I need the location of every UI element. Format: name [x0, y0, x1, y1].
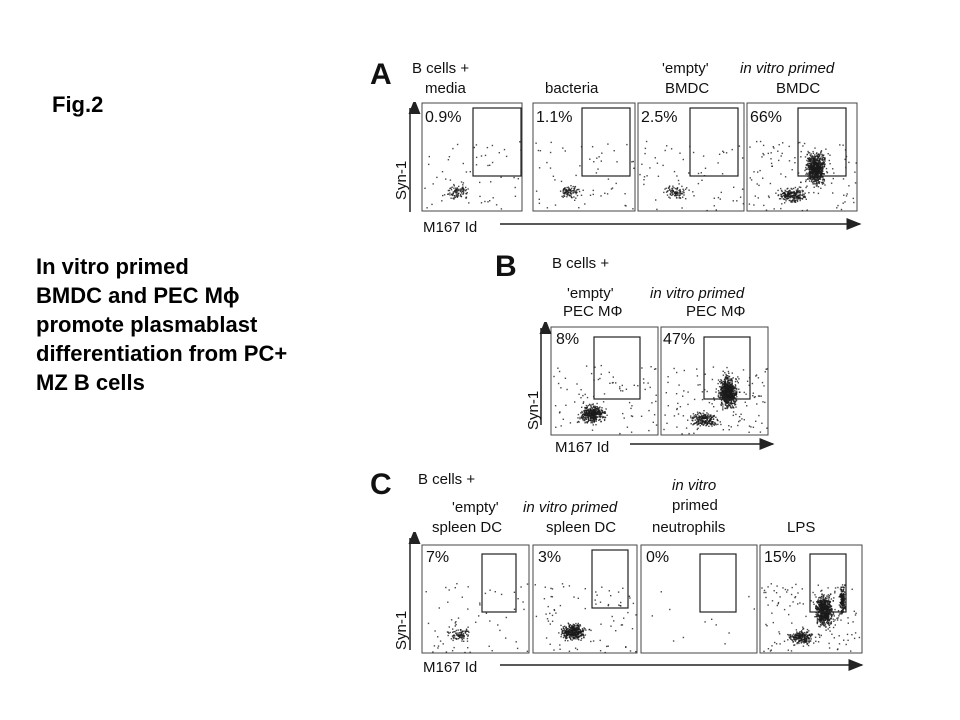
scatter-dots: [424, 141, 522, 210]
plot-frame: [660, 326, 769, 436]
gate-box: [703, 336, 751, 400]
gate-percentage: 8%: [556, 331, 579, 348]
panel-b-plots: 8% 47%: [550, 326, 769, 436]
gate-percentage: 2.5%: [641, 109, 677, 126]
panel-b-header-2-line-2: PEC MΦ: [686, 303, 746, 320]
panel-b-header-1-line-1: 'empty': [567, 285, 614, 302]
gate-box: [591, 549, 629, 609]
scatter-dots: [425, 583, 529, 654]
plot-frame: [550, 326, 659, 436]
caption-line-2: BMDC and PEC Mϕ: [36, 281, 287, 310]
gate-box: [481, 553, 517, 613]
panel-b-y-axis-label: Syn-1: [525, 391, 542, 430]
caption-line-1: In vitro primed: [36, 254, 189, 279]
gate-box: [581, 107, 631, 177]
panel-b-header-1-line-2: PEC MΦ: [563, 303, 623, 320]
panel-a-header-3-line-2: BMDC: [665, 80, 709, 97]
panel-c-header-2-line-1: in vitro primed: [523, 499, 618, 516]
gate-percentage: 1.1%: [536, 109, 572, 126]
scatter-dots: [639, 140, 745, 212]
panel-b-x-axis-label: M167 Id: [555, 439, 609, 456]
panel-c-plots: 7% 3% 0% 15%: [421, 544, 863, 654]
panel-c-header-4-line-1: LPS: [787, 519, 815, 536]
caption-line-4: differentiation from PC+: [36, 341, 288, 366]
gate-percentage: 7%: [426, 549, 449, 566]
scatter-dots: [535, 141, 635, 210]
gate-percentage: 0%: [646, 549, 669, 566]
panel-a-header-2-line-1: bacteria: [545, 80, 599, 97]
panel-a-y-axis-label: Syn-1: [393, 161, 410, 200]
panel-c-header-2-line-2: spleen DC: [546, 519, 616, 536]
panel-c-x-axis-label: M167 Id: [423, 659, 477, 676]
panel-a-plots: 0.9% 1.1% 2.5% 66%: [421, 102, 858, 212]
phi-symbol: ϕ: [223, 283, 240, 308]
scatter-dots: [748, 140, 857, 212]
gate-box: [809, 553, 847, 613]
scatter-dots: [761, 583, 861, 653]
gate-percentage: 0.9%: [425, 109, 461, 126]
plot-frame: [532, 102, 636, 212]
panel-a-header-1-line-2: media: [425, 80, 467, 97]
panel-c-header-1-line-3: spleen DC: [432, 519, 502, 536]
panel-b: B B cells + 'empty' PEC MΦ in vitro prim…: [495, 250, 775, 456]
panel-a: A B cells + media bacteria 'empty' BMDC …: [370, 58, 862, 236]
plot-frame: [759, 544, 863, 654]
gate-box: [699, 553, 737, 613]
scatter-dots: [553, 364, 658, 435]
panel-b-header-2-line-1: in vitro primed: [650, 285, 745, 302]
panel-b-top-header: B cells +: [552, 255, 609, 272]
gate-box: [797, 107, 847, 177]
panel-a-label: A: [370, 58, 392, 91]
panel-a-header-4-line-1: in vitro primed: [740, 60, 835, 77]
caption-line-5: MZ B cells: [36, 370, 145, 395]
panel-c-header-1-line-2: 'empty': [452, 499, 499, 516]
panel-c-label: C: [370, 468, 392, 501]
plot-frame: [637, 102, 745, 212]
plot-frame: [421, 544, 530, 654]
panel-c-header-3-line-1: in vitro: [672, 477, 716, 494]
plot-frame: [421, 102, 523, 212]
gate-percentage: 3%: [538, 549, 561, 566]
gate-box: [689, 107, 739, 177]
figure-caption: In vitro primed BMDC and PEC Mϕ promote …: [36, 252, 287, 397]
gate-box: [472, 107, 522, 177]
figure-label: Fig.2: [52, 92, 104, 117]
caption-line-3: promote plasmablast: [36, 312, 258, 337]
gate-box: [593, 336, 641, 400]
gate-percentage: 47%: [663, 331, 695, 348]
caption-line-2-text: BMDC and PEC M: [36, 283, 223, 308]
panel-c: C B cells + 'empty' spleen DC in vitro p…: [370, 468, 864, 676]
panel-c-header-3-line-3: neutrophils: [652, 519, 725, 536]
panel-a-header-1-line-1: B cells +: [412, 60, 469, 77]
panel-c-y-axis-label: Syn-1: [393, 611, 410, 650]
panel-b-label: B: [495, 250, 517, 283]
panel-a-x-axis-label: M167 Id: [423, 219, 477, 236]
panel-c-header-1-line-1: B cells +: [418, 471, 475, 488]
plot-frame: [640, 544, 758, 654]
gate-percentage: 66%: [750, 109, 782, 126]
plot-frame: [532, 544, 638, 654]
panel-c-header-3-line-2: primed: [672, 497, 718, 514]
scatter-dots: [534, 583, 637, 654]
panel-a-header-3-line-1: 'empty': [662, 60, 709, 77]
scatter-dots: [651, 591, 755, 645]
scatter-dots: [663, 366, 768, 435]
panel-a-header-4-line-2: BMDC: [776, 80, 820, 97]
gate-percentage: 15%: [764, 549, 796, 566]
